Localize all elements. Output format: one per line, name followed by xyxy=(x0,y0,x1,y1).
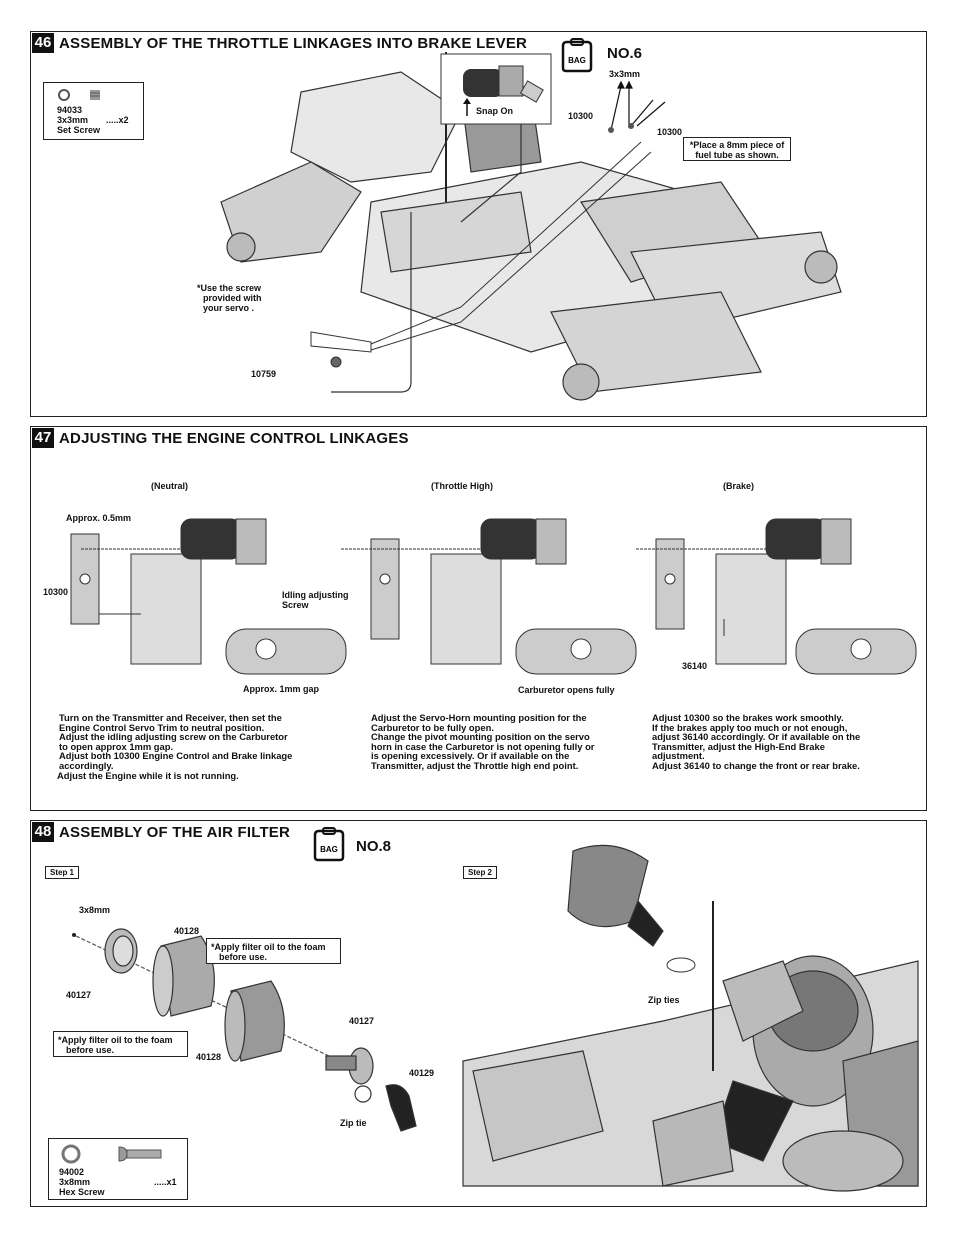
step-48-panel: 48 ASSEMBLY OF THE AIR FILTER BAG NO.8 S… xyxy=(30,820,927,1207)
carburetor-inset xyxy=(440,53,552,125)
step-2-label: Step 2 xyxy=(463,866,498,879)
bag-number: NO.6 xyxy=(607,45,643,62)
step-number: 47 xyxy=(32,428,54,448)
header-neutral: (Neutral) xyxy=(151,481,189,491)
set-screw-icon xyxy=(58,89,100,101)
carb-open-label: Carburetor opens fully xyxy=(518,685,615,695)
bag-icon: BAG xyxy=(561,38,593,73)
throttle-high-diagram xyxy=(341,518,637,675)
idling-label-1: Idling adjusting xyxy=(282,590,349,600)
zip-ties-label: Zip ties xyxy=(648,995,680,1005)
part-10759: 10759 xyxy=(251,369,277,379)
header-brake: (Brake) xyxy=(723,481,755,491)
screw-note-1: *Use the screw xyxy=(197,283,262,293)
approx-05-label: Approx. 0.5mm xyxy=(66,513,132,523)
size-3x8-label: 3x8mm xyxy=(79,905,111,915)
part-name: Hex Screw xyxy=(59,1187,105,1197)
zip-tie-label: Zip tie xyxy=(340,1118,367,1128)
idling-label-2: Screw xyxy=(282,600,309,610)
part-36140-label: 36140 xyxy=(682,661,708,671)
step-title: ASSEMBLY OF THE THROTTLE LINKAGES INTO B… xyxy=(59,35,528,52)
part-10300-label: 10300 xyxy=(43,587,69,597)
size-label: 3x3mm xyxy=(609,69,641,79)
part-size: 3x8mm xyxy=(59,1177,91,1187)
air-filter-installed xyxy=(462,844,919,1192)
parts-box: 94002 3x8mm .....x1 Hex Screw xyxy=(48,1138,188,1200)
oil-note-b: *Apply filter oil to the foam before use… xyxy=(53,1031,188,1057)
screw-note-3: your servo . xyxy=(203,303,255,313)
part-40127-b: 40127 xyxy=(349,1016,375,1026)
bag-number: NO.8 xyxy=(356,838,392,855)
svg-text:BAG: BAG xyxy=(320,845,338,854)
part-code: 94002 xyxy=(59,1167,85,1177)
brake-instructions: Adjust 10300 so the brakes work smoothly… xyxy=(652,712,861,771)
part-qty: .....x1 xyxy=(154,1177,177,1187)
step-title: ASSEMBLY OF THE AIR FILTER xyxy=(59,824,291,841)
part-10300-a: 10300 xyxy=(568,111,594,121)
neutral-instructions: Turn on the Transmitter and Receiver, th… xyxy=(57,712,293,781)
part-qty: .....x2 xyxy=(106,115,129,125)
svg-text:BAG: BAG xyxy=(568,56,586,65)
bag-icon: BAG xyxy=(313,827,345,862)
step-46-panel: 46 ASSEMBLY OF THE THROTTLE LINKAGES INT… xyxy=(30,31,927,417)
throttle-instructions: Adjust the Servo-Horn mounting position … xyxy=(371,712,595,771)
neutral-diagram xyxy=(70,518,347,675)
part-code: 94033 xyxy=(57,105,83,115)
part-40129: 40129 xyxy=(409,1068,435,1078)
oil-note-a: *Apply filter oil to the foam before use… xyxy=(206,938,341,964)
brake-diagram xyxy=(636,518,917,675)
approx-gap-label: Approx. 1mm gap xyxy=(243,684,320,694)
part-10300-b: 10300 xyxy=(657,127,683,137)
header-throttle-high: (Throttle High) xyxy=(431,481,493,491)
part-size: 3x3mm xyxy=(57,115,89,125)
part-name: Set Screw xyxy=(57,125,101,135)
step-47-panel: 47 ADJUSTING THE ENGINE CONTROL LINKAGES… xyxy=(30,426,927,811)
air-filter-exploded xyxy=(72,928,417,1132)
step-number: 48 xyxy=(32,822,54,842)
step-title: ADJUSTING THE ENGINE CONTROL LINKAGES xyxy=(59,430,409,447)
parts-box: 94033 3x3mm .....x2 Set Screw xyxy=(43,82,144,140)
part-40127-a: 40127 xyxy=(66,990,92,1000)
step-number: 46 xyxy=(32,33,54,53)
hex-screw-icon xyxy=(61,1144,162,1164)
part-40128-a: 40128 xyxy=(174,926,200,936)
snap-on-label: Snap On xyxy=(476,106,514,116)
part-40128-b: 40128 xyxy=(196,1052,222,1062)
screw-note-2: provided with xyxy=(203,293,262,303)
fuel-tube-note: *Place a 8mm piece of fuel tube as shown… xyxy=(683,137,791,161)
step-1-label: Step 1 xyxy=(45,866,80,879)
linkage-arrows xyxy=(608,80,666,133)
